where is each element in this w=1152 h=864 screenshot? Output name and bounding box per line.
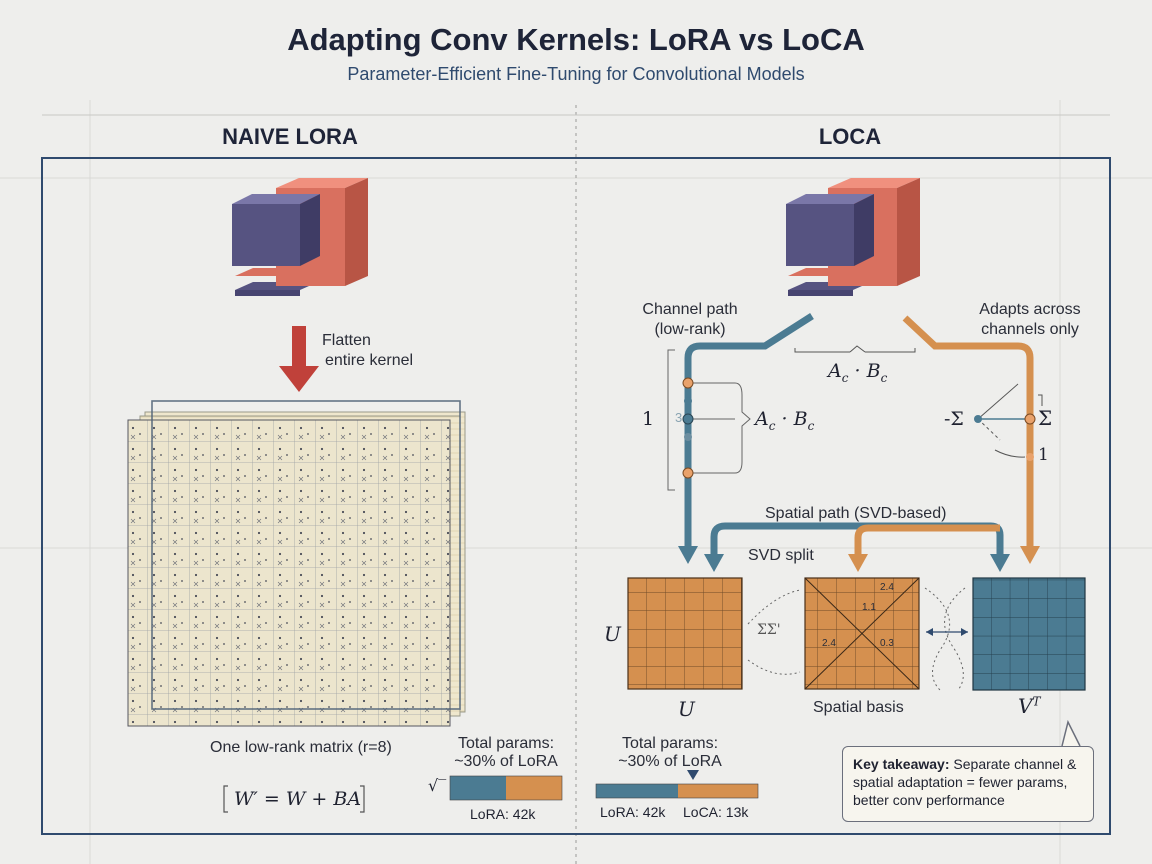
u-below-label: U bbox=[678, 697, 695, 721]
matrix-caption: One low-rank matrix (r=8) bbox=[210, 739, 392, 756]
sqrt-glyph: √‾ bbox=[428, 776, 447, 795]
adapts-label-line1: Adapts across bbox=[979, 301, 1081, 318]
cell-value: 2.4 bbox=[880, 582, 894, 593]
right-one-label: 1 bbox=[1038, 445, 1049, 465]
key-takeaway-box: Key takeaway: Separate channel & spatial… bbox=[842, 746, 1094, 822]
sigma-right-label: Σ bbox=[1038, 406, 1053, 430]
channel-path-label-line2: (low-rank) bbox=[654, 321, 726, 338]
right-params-label-line2: ~30% of LoRA bbox=[618, 753, 722, 770]
caret-icon bbox=[849, 345, 866, 353]
spatial-basis-matrix bbox=[804, 577, 920, 690]
right-kernel-cube bbox=[786, 178, 920, 296]
left-bar-label: LoRA: 42k bbox=[470, 806, 536, 822]
left-kernel-cube bbox=[232, 178, 368, 296]
brace-three-label: 3 bbox=[675, 410, 683, 425]
spatial-path-orange-arrow bbox=[854, 524, 1000, 556]
down-arrow-icon bbox=[279, 326, 319, 392]
right-panel-heading: LOCA bbox=[818, 124, 882, 149]
right-bar-lora-label: LoRA: 42k bbox=[600, 804, 666, 820]
takeaway-heading: Key takeaway: bbox=[853, 756, 950, 772]
u-matrix bbox=[627, 577, 743, 690]
flattened-weight-matrix bbox=[127, 400, 466, 727]
takeaway-text: Separate channel & spatial adaptation = … bbox=[853, 756, 1077, 808]
adapts-path-arrow bbox=[902, 315, 1034, 548]
left-panel-heading: NAIVE LORA bbox=[222, 124, 358, 149]
vt-label: VT bbox=[1018, 694, 1041, 718]
top-bracket bbox=[794, 348, 916, 353]
right-params-label-line1: Total params: bbox=[621, 735, 719, 752]
left-params-label-line2: ~30% of LoRA bbox=[454, 753, 558, 770]
spatial-path-label: Spatial path (SVD-based) bbox=[765, 505, 947, 522]
flatten-label-line2: entire kernel bbox=[325, 352, 414, 369]
cell-value: 0.3 bbox=[880, 638, 894, 649]
cell-value: 1.1 bbox=[862, 602, 876, 613]
param-pointer-icon bbox=[687, 770, 699, 780]
adapts-label-line2: channels only bbox=[981, 321, 1079, 338]
cell-value: 2.4 bbox=[822, 638, 836, 649]
page-subtitle: Parameter-Efficient Fine-Tuning for Conv… bbox=[347, 64, 805, 84]
lora-formula: W′ = W + BA bbox=[234, 788, 362, 810]
left-params-label-line1: Total params: bbox=[457, 735, 555, 752]
squiggle-label: ƩΣ' bbox=[757, 622, 781, 638]
right-param-bar bbox=[595, 783, 759, 799]
channel-path-label-line1: Channel path bbox=[642, 301, 738, 318]
flatten-label-line1: Flatten bbox=[322, 332, 371, 349]
channel-nodes bbox=[682, 377, 751, 479]
bidirectional-arrow-icon bbox=[926, 628, 968, 636]
left-param-bar bbox=[449, 775, 563, 801]
ac-bc-left-label: Ac · Bc bbox=[755, 408, 815, 433]
svd-split-label: SVD split bbox=[748, 547, 814, 564]
page-title: Adapting Conv Kernels: LoRA vs LoCA bbox=[287, 22, 865, 57]
u-side-label: U bbox=[604, 622, 621, 646]
spatial-basis-label: Spatial basis bbox=[813, 699, 904, 716]
vt-matrix bbox=[972, 577, 1086, 691]
ac-bc-top-label: Ac · Bc bbox=[828, 360, 888, 385]
right-bar-loca-label: LoCA: 13k bbox=[683, 804, 749, 820]
formula-right-bracket bbox=[360, 785, 365, 813]
channel-path-arrow bbox=[684, 313, 814, 548]
brace-one-label: 1 bbox=[642, 408, 655, 430]
callout-tail bbox=[1061, 719, 1081, 747]
formula-left-bracket bbox=[223, 785, 228, 813]
sigma-left-label: -Σ bbox=[944, 408, 964, 430]
sigma-nodes bbox=[974, 383, 1043, 461]
left-brace bbox=[667, 349, 675, 491]
